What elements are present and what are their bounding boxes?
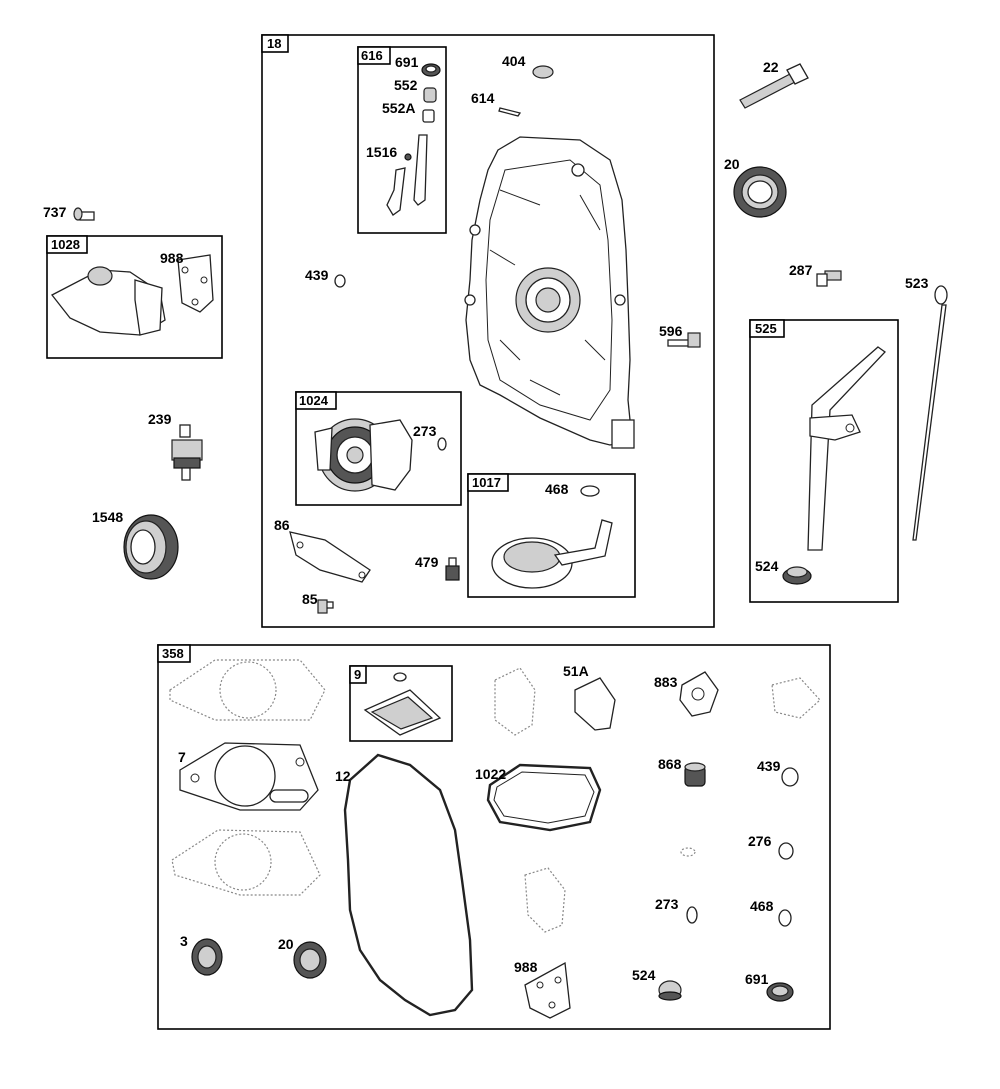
- group-358: 358: [157, 644, 831, 1030]
- head-gasket-ghost-bottom-illustration: [171, 829, 321, 896]
- screw-479-illustration: [445, 557, 460, 581]
- label-7: 7: [178, 749, 186, 765]
- group-1028-tag: 1028: [51, 237, 80, 252]
- head-gasket-7-illustration: [179, 742, 319, 811]
- label-20b: 20: [278, 936, 294, 952]
- screw-85-illustration: [317, 599, 334, 614]
- label-439b: 439: [757, 758, 781, 774]
- screw-287-illustration: [816, 270, 842, 287]
- ring-276-illustration: [778, 842, 794, 860]
- label-523: 523: [905, 275, 929, 291]
- ring-468b-illustration: [778, 909, 792, 927]
- gasket-1022-illustration: [486, 763, 602, 832]
- group-1024: 1024: [295, 391, 462, 506]
- group-525-tag: 525: [755, 321, 777, 336]
- group-18: 18: [261, 34, 715, 628]
- label-20: 20: [724, 156, 740, 172]
- fill-tube-525-illustration: [782, 346, 886, 585]
- oil-pickup-1017-illustration: [491, 485, 613, 589]
- screw-737-illustration: [73, 207, 95, 221]
- label-468: 468: [545, 481, 569, 497]
- crankcase-cover-illustration: [464, 136, 635, 449]
- label-22: 22: [763, 59, 779, 75]
- label-276: 276: [748, 833, 772, 849]
- label-614: 614: [471, 90, 495, 106]
- oil-sensor-239-illustration: [171, 424, 203, 481]
- label-3: 3: [180, 933, 188, 949]
- gasket-12-illustration: [343, 753, 474, 1017]
- label-273: 273: [413, 423, 437, 439]
- ring-439-illustration: [334, 274, 346, 288]
- label-85: 85: [302, 591, 318, 607]
- label-404: 404: [502, 53, 526, 69]
- group-616: 616: [357, 46, 447, 234]
- label-1022: 1022: [475, 766, 506, 782]
- label-883: 883: [654, 674, 678, 690]
- label-12: 12: [335, 768, 351, 784]
- label-1548: 1548: [92, 509, 123, 525]
- seal-20-illustration: [733, 166, 787, 218]
- label-524b: 524: [632, 967, 656, 983]
- seal-1548-illustration: [123, 514, 179, 580]
- label-287: 287: [789, 262, 813, 278]
- assembly-1028-illustration: [51, 254, 214, 336]
- gasket-51a-illustration: [574, 677, 616, 731]
- label-239: 239: [148, 411, 172, 427]
- group-1017: 1017: [467, 473, 636, 598]
- part-9-illustration: [363, 672, 442, 736]
- ring-ghost-illustration: [680, 847, 696, 857]
- label-988: 988: [160, 250, 184, 266]
- label-51a: 51A: [563, 663, 589, 679]
- label-552a: 552A: [382, 100, 415, 116]
- label-691b: 691: [745, 971, 769, 987]
- seal-691b-illustration: [766, 982, 794, 1002]
- label-524: 524: [755, 558, 779, 574]
- group-1028: 1028: [46, 235, 223, 359]
- ring-273-illustration: [437, 437, 447, 451]
- plug-524b-illustration: [658, 980, 682, 1001]
- label-868: 868: [658, 756, 682, 772]
- ring-439b-illustration: [781, 767, 799, 787]
- group-525: 525: [749, 319, 899, 603]
- gasket-ghost-3-illustration: [771, 677, 821, 719]
- gasket-883-illustration: [679, 671, 719, 717]
- oil-pump-1024-illustration: [314, 418, 413, 492]
- label-691: 691: [395, 54, 419, 70]
- seal-3-illustration: [191, 938, 223, 976]
- dipstick-523-illustration: [912, 285, 948, 541]
- bolt-22-illustration: [739, 63, 809, 109]
- group-9: 9: [349, 665, 453, 742]
- label-1516: 1516: [366, 144, 397, 160]
- head-gasket-ghost-top-illustration: [169, 659, 326, 721]
- label-479: 479: [415, 554, 439, 570]
- group-18-tag: 18: [267, 36, 281, 51]
- part-868-illustration: [684, 762, 706, 787]
- label-737: 737: [43, 204, 67, 220]
- label-439: 439: [305, 267, 329, 283]
- label-273b: 273: [655, 896, 679, 912]
- group-358-tag: 358: [162, 646, 184, 661]
- seal-20b-illustration: [293, 941, 327, 979]
- washer-404-illustration: [532, 65, 554, 79]
- group-616-tag: 616: [361, 48, 383, 63]
- gasket-ghost-2-illustration: [524, 867, 566, 933]
- pin-614-illustration: [498, 107, 522, 117]
- label-86: 86: [274, 517, 290, 533]
- label-988b: 988: [514, 959, 538, 975]
- group-1024-tag: 1024: [299, 393, 329, 408]
- label-552: 552: [394, 77, 418, 93]
- group-9-tag: 9: [354, 667, 361, 682]
- group-1017-tag: 1017: [472, 475, 501, 490]
- gasket-988b-illustration: [524, 961, 571, 1019]
- ring-273b-illustration: [686, 906, 698, 924]
- screw-596-illustration: [667, 332, 701, 348]
- plate-86-illustration: [289, 531, 371, 583]
- label-468b: 468: [750, 898, 774, 914]
- gasket-ghost-1-illustration: [494, 667, 536, 736]
- governor-parts-illustration: [386, 63, 441, 216]
- label-596: 596: [659, 323, 683, 339]
